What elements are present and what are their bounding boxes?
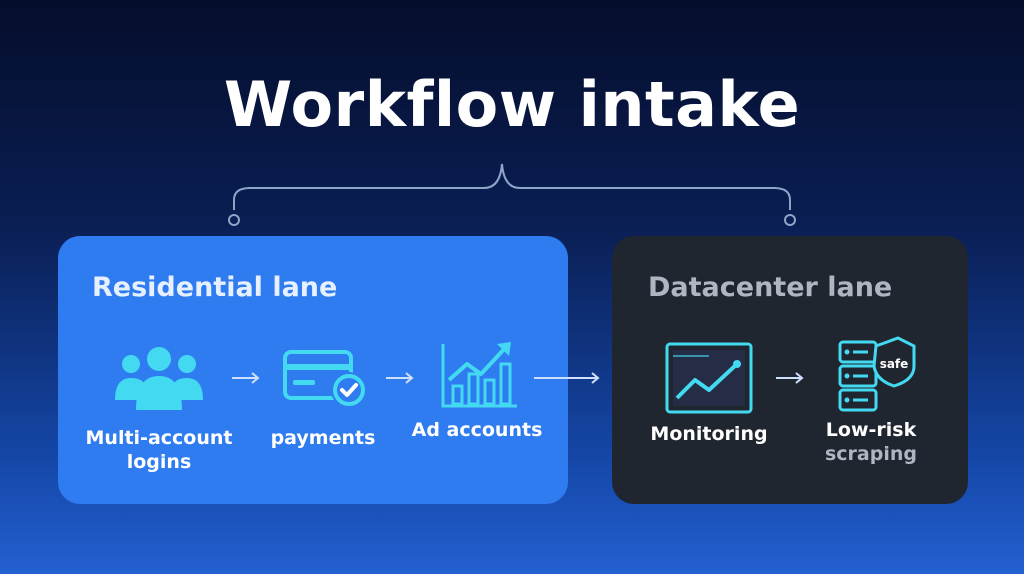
arrow-right-icon xyxy=(232,372,260,384)
step-payments: payments xyxy=(248,344,398,450)
step-label: Ad accounts xyxy=(411,419,543,441)
bracket-end-right xyxy=(784,214,796,226)
lane-connector-arrow-icon xyxy=(534,372,600,384)
title-bracket xyxy=(228,163,796,226)
step-ad-accounts: Ad accounts xyxy=(402,336,552,442)
bracket-end-left xyxy=(228,214,240,226)
step-label: Monitoring xyxy=(650,423,768,445)
step-monitoring: Monitoring xyxy=(634,340,784,446)
datacenter-lane: Datacenter lane Monitoring safe Low-risk xyxy=(612,236,968,504)
step-label: payments xyxy=(270,427,376,449)
page-title: Workflow intake xyxy=(223,68,801,141)
safe-badge-text: safe xyxy=(880,357,909,371)
residential-lane-title: Residential lane xyxy=(92,272,338,303)
step-label: Multi-account logins xyxy=(85,427,233,473)
step-low-risk-scraping: safe Low-risk scraping xyxy=(796,336,946,466)
server-safe-icon: safe xyxy=(838,336,916,412)
growth-chart-icon xyxy=(441,342,517,408)
payment-card-check-icon xyxy=(283,350,367,408)
datacenter-lane-title: Datacenter lane xyxy=(648,272,893,303)
step-multi-account-logins: Multi-account logins xyxy=(84,344,234,474)
arrow-right-icon xyxy=(776,372,804,384)
monitoring-chart-icon xyxy=(665,342,753,414)
users-group-icon xyxy=(115,347,203,410)
arrow-right-icon xyxy=(386,372,414,384)
residential-lane: Residential lane Multi-account logins pa… xyxy=(58,236,568,504)
step-label: Low-risk scraping xyxy=(824,419,917,465)
shield-icon xyxy=(872,336,916,388)
